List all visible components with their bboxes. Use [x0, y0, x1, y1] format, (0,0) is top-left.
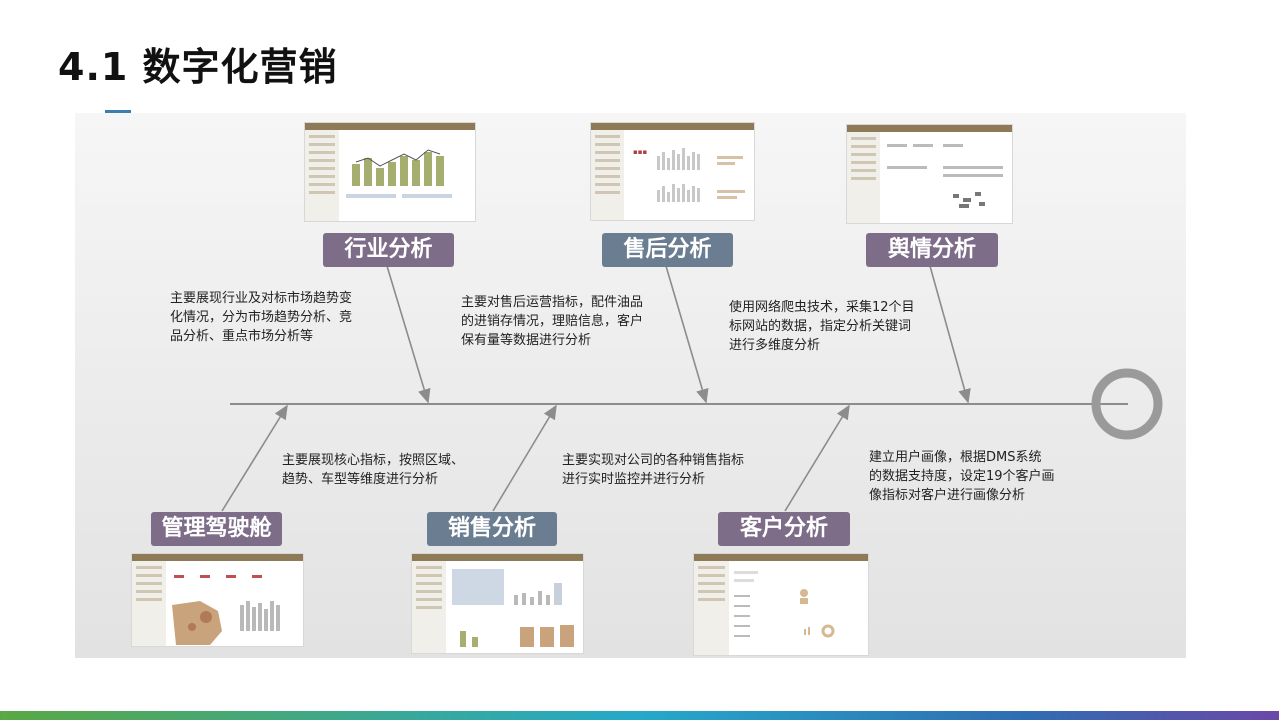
desc-cockpit: 主要展现核心指标，按照区域、趋势、车型等维度进行分析 — [282, 453, 465, 487]
footer-gradient-bar — [0, 711, 1279, 720]
desc-industry: 主要展现行业及对标市场趋势变化情况，分为市场趋势分析、竞品分析、重点市场分析等 — [170, 291, 353, 344]
sales-mini-chart — [451, 569, 574, 647]
desc-customer: 建立用户画像，根据DMS系统的数据支持度，设定19个客户画像指标对客户进行画像分… — [869, 450, 1055, 503]
customer-screenshot — [693, 553, 869, 656]
bone-customer — [784, 404, 850, 512]
label-industry: 行业分析 — [323, 233, 454, 267]
customer-mini-chart — [734, 571, 835, 638]
bone-industry — [386, 265, 431, 404]
desc-opinion: 使用网络爬虫技术，采集12个目标网站的数据，指定分析关键词进行多维度分析 — [729, 300, 915, 353]
accent-tick — [105, 110, 131, 113]
label-customer: 客户分析 — [718, 512, 850, 546]
sales-screenshot — [411, 553, 584, 654]
desc-sales: 主要实现对公司的各种销售指标进行实时监控并进行分析 — [562, 453, 745, 487]
label-aftersales: 售后分析 — [602, 233, 733, 267]
label-cockpit: 管理驾驶舱 — [151, 512, 282, 546]
svg-text:▪▪▪: ▪▪▪ — [633, 148, 647, 156]
opinion-mini-chart — [887, 144, 1004, 208]
opinion-screenshot — [846, 124, 1013, 224]
industry-screenshot — [304, 122, 476, 222]
bone-aftersales — [665, 265, 709, 404]
aftersales-screenshot: ▪▪▪ — [590, 122, 755, 221]
cockpit-screenshot — [131, 553, 304, 647]
bone-cockpit — [221, 404, 288, 512]
slide-title: 4.1 数字化营销 — [58, 45, 338, 89]
cockpit-mini-chart — [171, 575, 280, 645]
fish-head — [1091, 368, 1163, 440]
label-sales: 销售分析 — [427, 512, 557, 546]
desc-aftersales: 主要对售后运营指标，配件油品的进销存情况，理赔信息，客户保有量等数据进行分析 — [461, 295, 644, 348]
industry-mini-chart — [346, 149, 453, 198]
bone-sales — [492, 404, 557, 512]
bone-opinion — [929, 265, 971, 404]
label-opinion: 舆情分析 — [866, 233, 998, 267]
aftersales-mini-chart: ▪▪▪ — [633, 148, 745, 202]
